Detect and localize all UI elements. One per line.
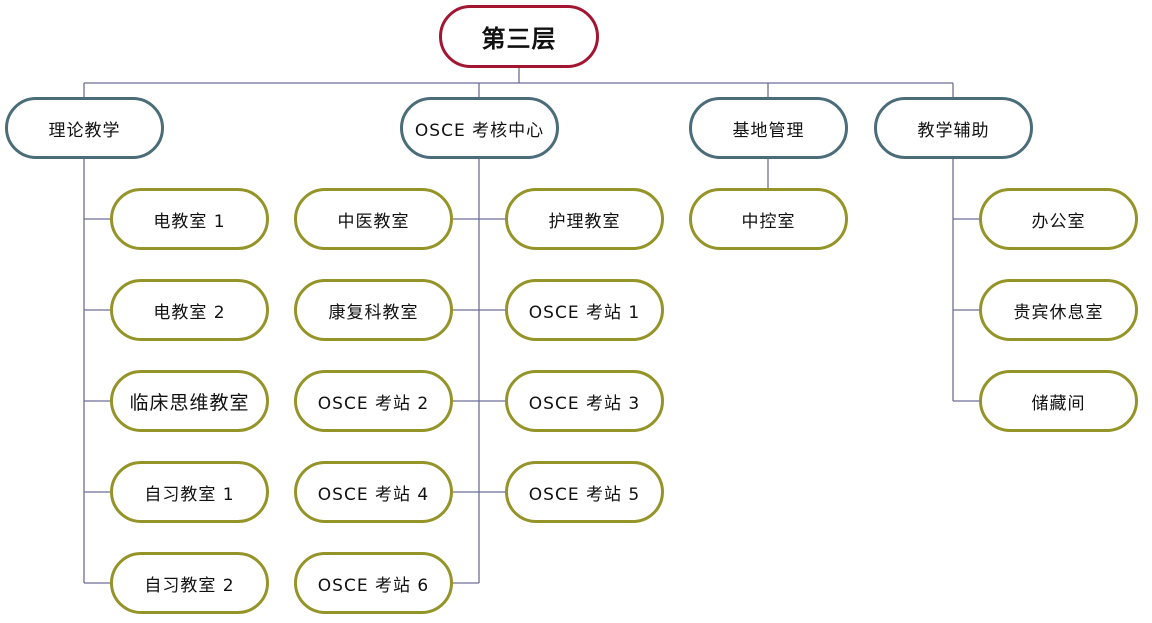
room-node: 贵宾休息室: [979, 279, 1138, 341]
department-teaching-support: 教学辅助: [874, 97, 1033, 159]
room-node: 自习教室 1: [110, 461, 269, 523]
room-node: OSCE 考站 5: [505, 461, 664, 523]
room-node: 电教室 2: [110, 279, 269, 341]
department-base-management: 基地管理: [689, 97, 848, 159]
room-node: OSCE 考站 2: [294, 370, 453, 432]
room-node: 中控室: [689, 188, 848, 250]
room-node: OSCE 考站 3: [505, 370, 664, 432]
root-node: 第三层: [439, 5, 599, 68]
room-node: 护理教室: [505, 188, 664, 250]
department-osce-center: OSCE 考核中心: [400, 97, 559, 159]
room-node: 临床思维教室: [110, 370, 269, 432]
room-node: 电教室 1: [110, 188, 269, 250]
room-node: 中医教室: [294, 188, 453, 250]
room-node: 康复科教室: [294, 279, 453, 341]
department-theory-teaching: 理论教学: [5, 97, 164, 159]
room-node: OSCE 考站 6: [294, 552, 453, 614]
room-node: 储藏间: [979, 370, 1138, 432]
room-node: 自习教室 2: [110, 552, 269, 614]
room-node: OSCE 考站 1: [505, 279, 664, 341]
room-node: OSCE 考站 4: [294, 461, 453, 523]
room-node: 办公室: [979, 188, 1138, 250]
